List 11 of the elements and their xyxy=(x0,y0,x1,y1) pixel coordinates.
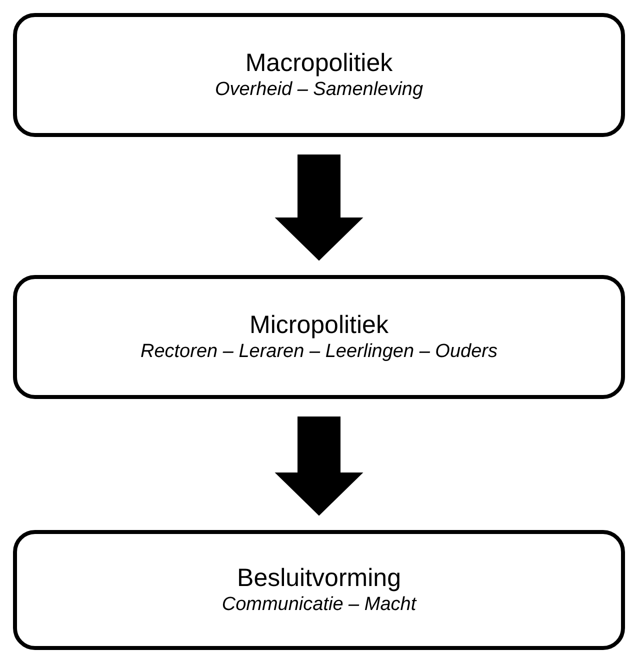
rounded-box xyxy=(13,275,625,399)
box-subtitle: Overheid – Samenleving xyxy=(214,78,424,102)
block-arrow xyxy=(274,416,364,516)
box-subtitle: Communicatie – Macht xyxy=(222,593,416,617)
box-title: Macropolitiek xyxy=(245,48,393,78)
box-subtitle: Rectoren – Leraren – Leerlingen – Ouders xyxy=(140,340,498,364)
rounded-box xyxy=(13,530,625,650)
box-title: Besluitvorming xyxy=(237,563,401,593)
rounded-box xyxy=(13,13,625,137)
block-arrow xyxy=(274,154,364,261)
box-title: Micropolitiek xyxy=(250,310,388,340)
